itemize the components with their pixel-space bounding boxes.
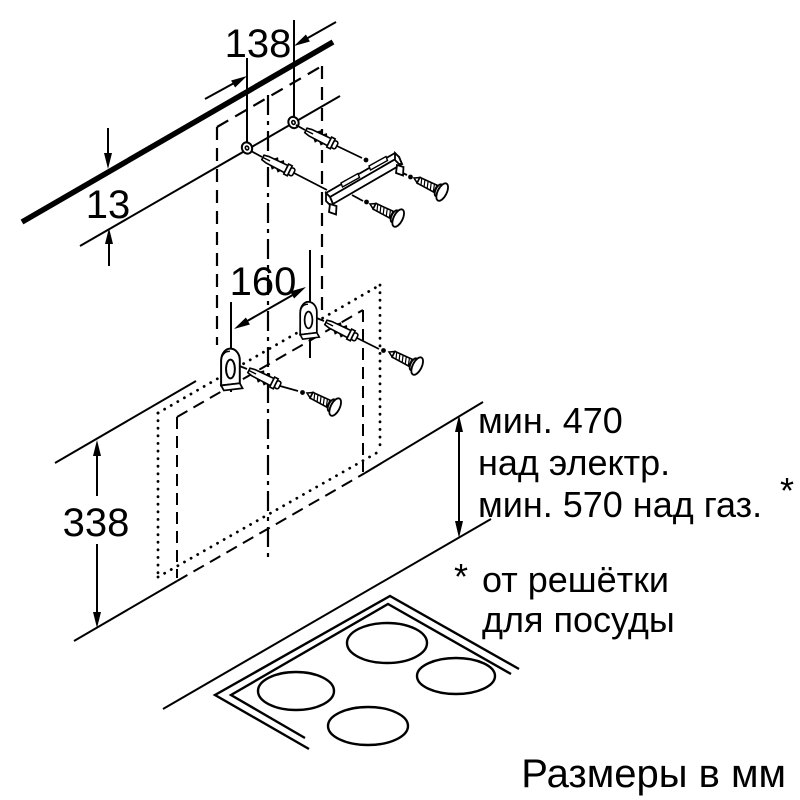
dim-138-label: 138 — [225, 22, 292, 66]
exploded-view-leaders — [236, 124, 413, 395]
cooktop-icon — [212, 594, 520, 751]
footnote-line1: от решётки — [482, 559, 669, 600]
screw-icon — [301, 383, 345, 419]
leader-dot — [408, 174, 413, 180]
arrow-tail — [305, 21, 337, 40]
hood-bottom-level-line — [73, 580, 178, 642]
screw-icon — [364, 194, 408, 230]
hood-bottom-level-tick — [364, 401, 484, 474]
wall-lines — [20, 39, 492, 710]
hood-top-level-line — [54, 380, 197, 464]
clearance-line3: мин. 570 над газ. — [478, 484, 762, 525]
dimension-min-height — [455, 415, 463, 538]
burner-icon — [415, 656, 497, 696]
screw-icon — [383, 342, 427, 378]
drill-template-outline — [215, 65, 324, 562]
dimension-13 — [104, 128, 113, 266]
drill-hole-icon — [287, 115, 300, 130]
wall-anchor-icon — [244, 363, 284, 393]
units-caption: Размеры в мм — [521, 752, 786, 796]
arrowhead — [105, 228, 113, 244]
hood-outline-dotted — [156, 283, 382, 579]
screw-icon — [408, 168, 452, 204]
footnote: * от решётки для посуды — [454, 556, 675, 640]
template-top-edge — [216, 65, 323, 128]
cooktop-level-line — [162, 518, 492, 710]
arrowhead — [455, 521, 463, 538]
leader-dot — [381, 348, 386, 353]
wall-anchor-icon — [301, 123, 341, 153]
footnote-line2: для посуды — [482, 599, 675, 640]
mounting-rail-icon — [324, 150, 405, 216]
keyhole-bracket-icon — [299, 300, 321, 340]
arrowhead — [455, 415, 463, 432]
arrowhead — [231, 76, 247, 88]
cooktop-inner-edge — [228, 602, 512, 740]
burner-icon — [256, 670, 336, 712]
dim-13-label: 13 — [86, 183, 131, 227]
keyhole-bracket-icon — [220, 347, 244, 392]
arrow-tail — [204, 81, 237, 100]
cooktop-outer-edge — [212, 594, 520, 751]
dim-160-label: 160 — [230, 260, 297, 304]
arrowhead — [93, 440, 101, 456]
burner-icon — [345, 621, 429, 665]
clearance-line2: над электр. — [478, 442, 670, 483]
wall-anchor-icon — [258, 150, 298, 180]
dim-338-label: 338 — [63, 501, 130, 545]
arrowhead — [290, 287, 306, 299]
leader-dot — [364, 199, 369, 205]
hood-bottom-edge-dashed — [176, 472, 366, 582]
footnote-marker: * — [454, 556, 468, 597]
dim-line — [241, 291, 299, 325]
arrowhead — [234, 317, 250, 329]
leader-dot — [363, 157, 369, 163]
clearance-line1: мин. 470 — [478, 400, 623, 441]
ceiling-line — [20, 39, 335, 225]
clearance-note: мин. 470 над электр. мин. 570 над газ. * — [478, 400, 794, 525]
arrowhead — [104, 153, 112, 169]
arrowhead — [93, 612, 101, 628]
drill-hole-icon — [240, 141, 254, 155]
dimension-338 — [93, 440, 101, 628]
dimension-138 — [204, 20, 337, 145]
clearance-asterisk: * — [780, 470, 794, 511]
burner-icon — [326, 705, 410, 747]
arrowhead — [294, 34, 310, 46]
hood-outline-dashed — [176, 309, 364, 578]
leader-dot — [300, 390, 305, 395]
